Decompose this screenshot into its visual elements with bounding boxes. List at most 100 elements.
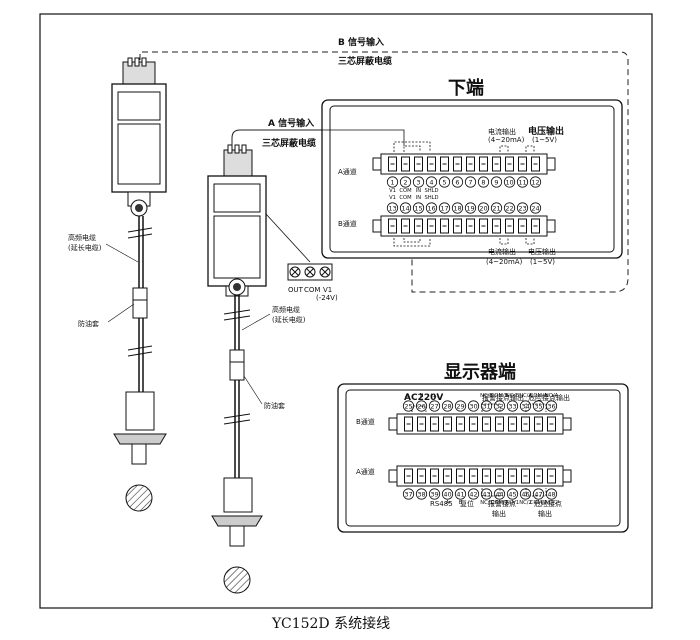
lower-bottom-terminal-number-ring	[490, 202, 503, 214]
display-top-terminal-number-ring	[467, 400, 480, 412]
sensor-terminal-block: OUT COM V1 (-24V)	[287, 263, 338, 302]
terminal-jumper-wire	[403, 145, 421, 152]
lower-bottom-terminal-number: 20	[479, 205, 487, 213]
display-ac-label: AC220V	[404, 393, 443, 403]
display-top-terminal-number-ring	[532, 400, 545, 412]
lower-top-terminal-number: 4	[429, 179, 433, 187]
right-sensor	[207, 144, 267, 594]
lower-top-terminal-number: 12	[531, 179, 539, 187]
terminal-jumper-wire	[393, 141, 431, 152]
lower-top-terminal-label: IN	[416, 188, 422, 194]
display-bottom-terminal-number: 44	[495, 491, 503, 499]
display-bottom-terminal-number: 39	[430, 491, 438, 499]
cable-b-label: 三芯屏蔽电缆	[338, 55, 392, 67]
display-a-channel-label: A通道	[356, 467, 375, 476]
display-rs485-label: RS485	[430, 500, 453, 508]
display-top-terminal-label: COM/B	[491, 393, 509, 399]
lower-top-terminal-number-ring	[516, 176, 529, 188]
display-bottom-terminal-label: COM/2	[530, 500, 547, 506]
display-bottom-terminal-number: 48	[547, 491, 555, 499]
display-bottom-terminal-number-ring	[454, 488, 467, 500]
lower-bottom-terminal-number: 16	[427, 205, 435, 213]
lower-bottom-terminal-number-ring	[477, 202, 490, 214]
sensor-screw-cross	[321, 268, 329, 276]
display-end-panel: 显示器端 AC220V 报警接点输出 危险接点输出 B通道 A通道 25L26N…	[337, 362, 629, 533]
display-bottom-terminal-number: 38	[417, 491, 425, 499]
display-top-terminal-number-ring	[506, 400, 519, 412]
terminal-jumper-wire	[481, 488, 501, 497]
lower-bottom-terminal-number-ring	[438, 202, 451, 214]
terminal-jumper-wire	[403, 238, 421, 243]
display-bottom-terminal-number: 37	[404, 491, 412, 499]
sensor-v1-label: V1	[323, 286, 332, 294]
display-bottom-terminal-number-ring	[441, 488, 454, 500]
display-bottom-terminal-number: 43	[482, 491, 490, 499]
lower-bottom-terminal-number: 14	[401, 205, 409, 213]
display-top-terminal-number: 26	[417, 403, 425, 411]
display-bottom-terminal-label: NO/2	[545, 500, 558, 506]
display-top-terminal-number: 25	[404, 403, 412, 411]
display-bottom-terminal-number-ring	[428, 488, 441, 500]
lower-bottom-terminal-number: 21	[492, 205, 500, 213]
display-top-terminal-label: L	[407, 393, 410, 399]
display-top-terminal-label: N	[420, 393, 424, 399]
lower-bottom-terminal-number-ring	[464, 202, 477, 214]
lower-bottom-terminal-number: 19	[466, 205, 474, 213]
left-oil-guard-label: 防油套	[78, 319, 99, 328]
lower-bottom-terminal-label: COM	[399, 195, 411, 201]
left-sensor	[111, 57, 167, 512]
lower-bottom-terminal-number-ring	[451, 202, 464, 214]
lower-voltage-out-top-range: (1~5V)	[532, 136, 557, 144]
display-bottom-terminal-number: 41	[456, 491, 464, 499]
display-bottom-end-tab	[562, 469, 572, 483]
lower-top-terminal-number-ring	[425, 176, 438, 188]
display-top-terminal-number: 34	[521, 403, 529, 411]
lower-bottom-terminal-number: 13	[388, 205, 396, 213]
display-top-end-tab	[562, 417, 572, 431]
lower-top-terminal-label: COM	[399, 188, 411, 194]
terminal-jumper-wire	[525, 488, 547, 497]
display-bottom-terminal-number: 47	[534, 491, 542, 499]
lower-current-out-bottom-range: (4~20mA)	[486, 258, 523, 266]
lower-top-end-tab	[372, 157, 382, 171]
display-alarm-contact-label: 报警接点	[488, 499, 516, 508]
terminal-jumper-wire	[393, 238, 431, 247]
lower-top-terminal-number: 8	[481, 179, 485, 187]
display-top-terminal-number: 28	[443, 403, 451, 411]
display-top-terminal-number-ring	[428, 400, 441, 412]
display-bottom-terminal-number-ring	[415, 488, 428, 500]
display-bottom-terminal-number-ring	[532, 488, 545, 500]
lower-top-terminal-number: 5	[442, 179, 446, 187]
lower-bottom-terminal-label: IN	[416, 195, 422, 201]
lower-top-terminal-number-ring	[529, 176, 542, 188]
sensor-v1-sub-label: (-24V)	[316, 294, 338, 302]
lower-bottom-terminal-number: 24	[531, 205, 539, 213]
display-danger-out-top: 危险接点输出	[528, 393, 570, 402]
display-bottom-terminal-number: 45	[508, 491, 516, 499]
lower-top-terminal-number: 7	[468, 179, 472, 187]
terminal-jumper-wire	[411, 405, 427, 412]
display-bottom-terminal-label: NC/1	[480, 500, 493, 506]
lower-top-terminal-number-ring	[503, 176, 516, 188]
right-ext-cable-label: (延长电缆)	[272, 315, 306, 324]
display-bottom-terminal-number-ring	[493, 488, 506, 500]
display-bottom-terminal-number: 42	[469, 491, 477, 499]
display-top-terminal-number: 35	[534, 403, 542, 411]
display-bottom-terminal-label: B	[459, 500, 463, 506]
lower-top-terminal-number-ring	[386, 176, 399, 188]
left-ext-cable-label: (延长电缆)	[68, 243, 102, 252]
display-b-channel-label: B通道	[356, 417, 375, 426]
left-sensor-labels: 高频电缆 (延长电缆) 防油套	[68, 233, 139, 328]
lower-top-terminal-number: 3	[416, 179, 420, 187]
lower-top-terminal-label: V1	[389, 188, 396, 194]
display-top-terminal-label: NO/A	[545, 393, 559, 399]
display-bottom-terminal-number-ring	[506, 488, 519, 500]
lower-bottom-terminal-number: 22	[505, 205, 513, 213]
lower-bottom-terminal-number-ring	[516, 202, 529, 214]
display-danger-contact-label-2: 输出	[538, 509, 552, 518]
display-top-terminal-number-ring	[493, 400, 506, 412]
